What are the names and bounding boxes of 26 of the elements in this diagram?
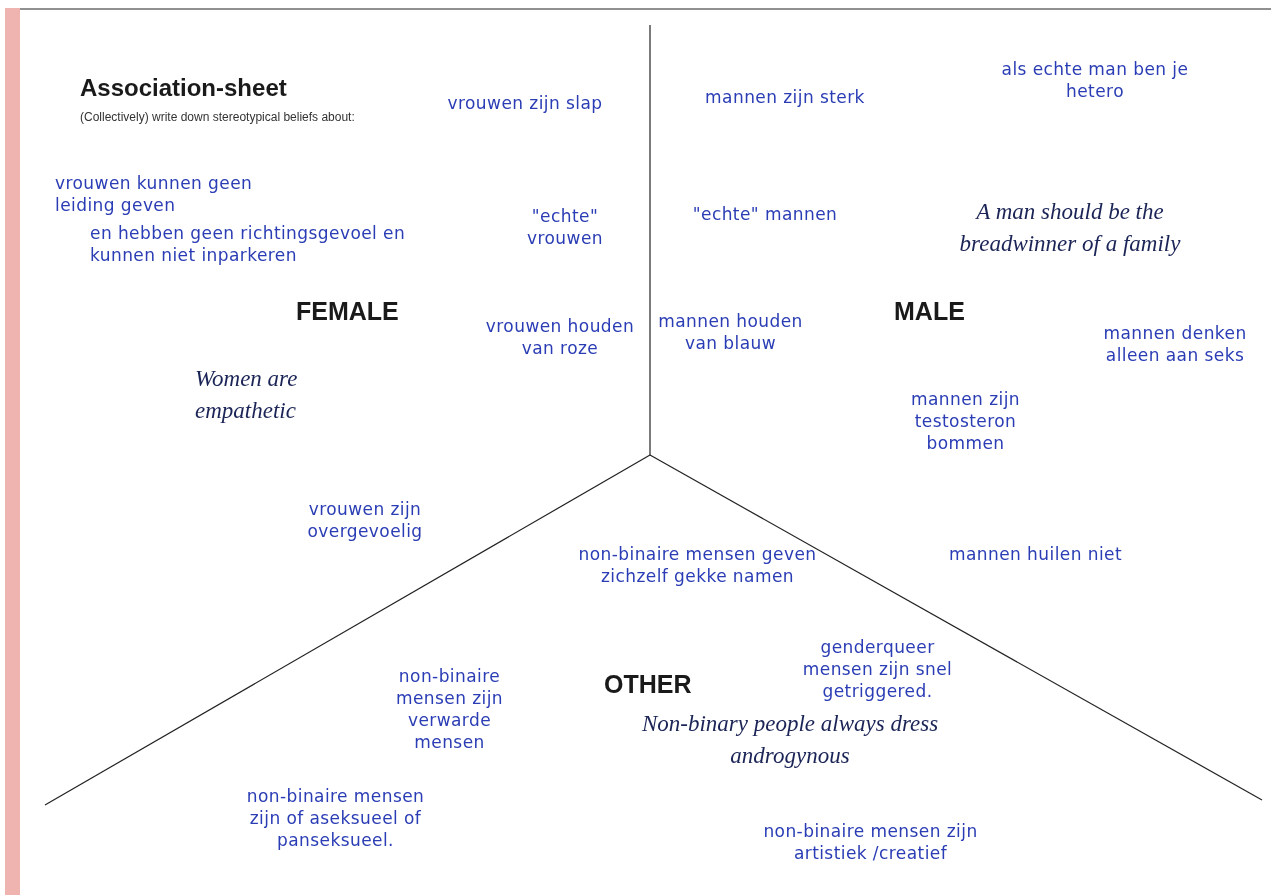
- subtitle: (Collectively) write down stereotypical beliefs about:: [80, 109, 356, 126]
- handwritten-note: "echte" vrouwen: [526, 205, 604, 250]
- section-heading: MALE: [894, 296, 966, 327]
- handwritten-note: mannen huilen niet: [947, 543, 1124, 566]
- handwritten-note: mannen houden van blauw: [658, 310, 803, 355]
- handwritten-note: mannen zijn testosteron bommen: [910, 388, 1021, 455]
- handwritten-note: mannen denken alleen aan seks: [1102, 322, 1248, 367]
- handwritten-note: non-binaire mensen geven zichzelf gekke namen: [577, 543, 818, 588]
- section-heading: FEMALE: [296, 296, 400, 327]
- handwritten-note: mannen zijn sterk: [704, 86, 866, 109]
- handwritten-note: A man should be the breadwinner of a family: [958, 198, 1182, 259]
- handwritten-note: vrouwen zijn slap: [446, 92, 604, 115]
- handwritten-note: en hebben geen richtingsgevoel en kunnen niet inparkeren: [90, 222, 407, 267]
- handwritten-note: vrouwen kunnen geen leiding geven: [55, 172, 254, 217]
- handwritten-note: non-binaire mensen zijn verwarde mensen: [394, 665, 505, 754]
- handwritten-note: Non-binary people always dress androgynous: [640, 710, 940, 771]
- handwritten-note: vrouwen houden van roze: [484, 315, 636, 360]
- handwritten-note: "echte" mannen: [691, 203, 839, 226]
- section-heading: OTHER: [604, 669, 693, 700]
- handwritten-note: non-binaire mensen zijn of aseksueel of panseksueel.: [245, 785, 426, 852]
- sheet-title: Association-sheet: [80, 73, 287, 103]
- handwritten-note: non-binaire mensen zijn artistiek /creatief: [762, 820, 979, 865]
- handwritten-note: vrouwen zijn overgevoelig: [306, 498, 424, 543]
- handwritten-note: Women are empathetic: [195, 365, 299, 426]
- handwritten-note: genderqueer mensen zijn snel getriggered.: [801, 636, 954, 703]
- handwritten-note: als echte man ben je hetero: [1000, 58, 1190, 103]
